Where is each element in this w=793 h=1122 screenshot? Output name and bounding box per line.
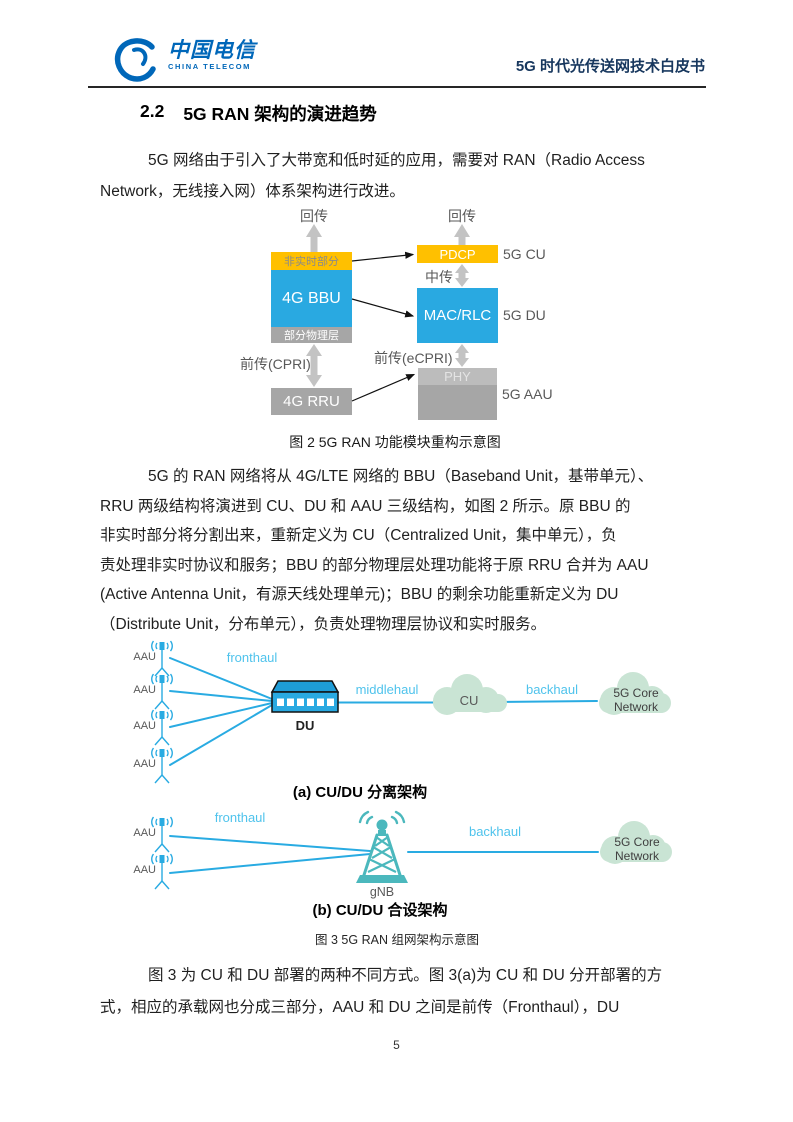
fig3a-fronthaul-lines — [169, 657, 598, 766]
fig3a-backhaul-line — [496, 700, 598, 703]
core-network-cloud-icon — [600, 821, 672, 864]
fig2-box-pdcp: PDCP — [417, 245, 498, 263]
fig3a-cu-label: CU — [460, 693, 479, 708]
fig2-label-5g-aau: 5G AAU — [502, 386, 553, 402]
fig2-backhaul-label-left: 回传 — [300, 208, 328, 224]
map-arrow-nonrealtime-pdcp — [351, 251, 415, 262]
signal-waves-icon — [358, 810, 406, 825]
header-rule — [88, 86, 706, 88]
china-telecom-logo — [112, 36, 166, 82]
fig3a-caption: (a) CU/DU 分离架构 — [292, 784, 428, 801]
fig3a-aau-label: AAU — [133, 720, 156, 732]
fig3b-links — [169, 835, 599, 874]
paragraph-3: 图 3 为 CU 和 DU 部署的两种不同方式。图 3(a)为 CU 和 DU … — [100, 960, 730, 1024]
paragraph-line: 图 3 为 CU 和 DU 部署的两种不同方式。图 3(a)为 CU 和 DU … — [148, 967, 663, 984]
fig2-label-midhaul: 中传 — [425, 269, 453, 285]
fig3a-aau-label: AAU — [133, 758, 156, 770]
logo-wordmark: 中国电信 CHINA TELECOM — [168, 39, 256, 72]
fig2-arrows — [306, 224, 470, 402]
paragraph-line: (Active Antenna Unit，有源天线处理单元)；BBU 的剩余功能… — [100, 586, 619, 603]
fig2-label-5g-du: 5G DU — [503, 307, 546, 323]
fig2-box-mac-rlc: MAC/RLC — [417, 288, 498, 343]
paragraph-line: 5G 的 RAN 网络将从 4G/LTE 网络的 BBU（Baseband Un… — [148, 468, 654, 485]
fig2-box-4g-rru: 4G RRU — [271, 388, 352, 415]
paragraph-line: Network，无线接入网）体系架构进行改进。 — [100, 183, 405, 200]
fig2-box-aau-body: PHY — [418, 368, 497, 420]
backhaul-arrow-left-icon — [306, 224, 322, 252]
paragraph-line: 5G 网络由于引入了大带宽和低时延的应用，需要对 RAN（Radio Acces… — [148, 152, 645, 169]
fronthaul-ecpri-arrow-icon — [455, 344, 469, 367]
figure2-caption: 图 2 5G RAN 功能模块重构示意图 — [289, 434, 501, 450]
aau-antenna-icon — [151, 816, 173, 890]
paragraph-line: 责处理非实时协议和服务；BBU 的部分物理层处理功能将于原 RRU 合并为 AA… — [100, 556, 649, 574]
fig2-label-5g-cu: 5G CU — [503, 246, 546, 262]
midhaul-arrow-icon — [455, 264, 469, 287]
paragraph-1: 5G 网络由于引入了大带宽和低时延的应用，需要对 RAN（Radio Acces… — [100, 145, 730, 207]
fig3b-aau-label: AAU — [133, 864, 156, 876]
fig2-box-non-realtime: 非实时部分 — [271, 252, 352, 270]
fig2-box-partial-phy: 部分物理层 — [271, 327, 352, 343]
fig3b-core-label-line2: Network — [615, 849, 660, 863]
fig2-box-4g-bbu: 4G BBU — [271, 270, 352, 327]
logo-chinese-text: 中国电信 — [168, 39, 256, 62]
fig2-backhaul-label-right: 回传 — [448, 208, 476, 224]
logo-english-text: CHINA TELECOM — [168, 62, 252, 71]
fig2-label-fronthaul-cpri: 前传(CPRI) — [240, 356, 311, 372]
paragraph-line: RRU 两级结构将演进到 CU、DU 和 AAU 三级结构，如图 2 所示。原 … — [100, 497, 631, 515]
section-title: 5G RAN 架构的演进趋势 — [183, 104, 377, 124]
fig3b-gnb-label: gNB — [370, 885, 394, 899]
fig3b-caption: (b) CU/DU 合设架构 — [312, 902, 448, 919]
fig3a-backhaul-label: backhaul — [526, 682, 578, 697]
map-arrow-bbu-macrlc — [351, 298, 415, 318]
aau-antenna-icon — [151, 640, 173, 784]
figure3-diagram: AAU AAU AAU AAU DU fronthaul middlehaul … — [133, 640, 672, 899]
cu-cloud-icon — [433, 674, 507, 715]
fig3a-aau-label: AAU — [133, 684, 156, 696]
paragraph-line: （Distribute Unit，分布单元），负责处理物理层协议和实时服务。 — [100, 615, 547, 633]
paragraph-2: 5G 的 RAN 网络将从 4G/LTE 网络的 BBU（Baseband Un… — [100, 462, 730, 639]
china-telecom-logo-icon — [114, 38, 156, 82]
fig3b-core-label-line1: 5G Core — [614, 835, 660, 849]
page-number: 5 — [393, 1038, 400, 1052]
section-number: 2.2 — [140, 101, 165, 121]
fig3b-backhaul-label: backhaul — [469, 824, 521, 839]
core-network-cloud-icon — [599, 672, 671, 715]
fig3a-fronthaul-label: fronthaul — [227, 650, 278, 665]
fig3a-du-label: DU — [296, 718, 315, 733]
figure3-caption: 图 3 5G RAN 组网架构示意图 — [315, 933, 479, 947]
du-switch-icon — [270, 680, 340, 713]
gnb-tower-icon — [356, 810, 408, 883]
paragraph-line: 式，相应的承载网也分成三部分，AAU 和 DU 之间是前传（Fronthaul）… — [100, 999, 620, 1016]
fig3a-core-label-line2: Network — [614, 700, 659, 714]
header-doc-title: 5G 时代光传送网技术白皮书 — [515, 58, 705, 75]
fronthaul-cpri-arrow-icon — [306, 344, 322, 387]
fig3a-core-label-line1: 5G Core — [613, 686, 659, 700]
fig3a-aau-label: AAU — [133, 651, 156, 663]
fig2-box-phy: PHY — [418, 368, 497, 385]
section-heading: 2.2 5G RAN 架构的演进趋势 — [140, 101, 377, 126]
fig3a-middlehaul-label: middlehaul — [356, 682, 419, 697]
fig2-label-fronthaul-ecpri: 前传(eCPRI) — [374, 350, 453, 366]
backhaul-arrow-right-icon — [454, 224, 470, 245]
map-arrow-rru-phy — [351, 373, 416, 402]
fig3b-aau-label: AAU — [133, 827, 156, 839]
fig3b-fronthaul-label: fronthaul — [215, 810, 266, 825]
paragraph-line: 非实时部分将分割出来，重新定义为 CU（Centralized Unit，集中单… — [100, 527, 617, 544]
